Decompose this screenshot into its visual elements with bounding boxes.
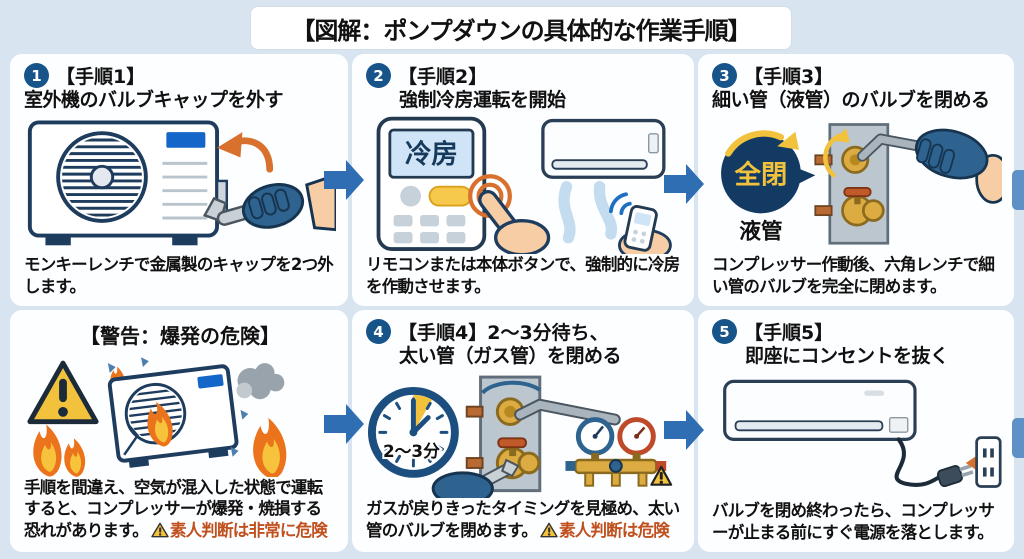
close-liquid-valve-illustration: 全閉 液管 xyxy=(721,122,1002,245)
fully-closed-badge-text: 全閉 xyxy=(734,159,788,190)
step4-heading-label: 【手順4】2〜3分待ち、 xyxy=(398,322,609,344)
wrench-hand-icon xyxy=(202,173,336,231)
step1-number-badge: 1 xyxy=(24,63,49,88)
wrench-gloved-hand-icon xyxy=(431,458,520,499)
step4-number-badge: 4 xyxy=(366,319,391,344)
turn-direction-arrow-icon xyxy=(217,131,274,173)
small-warning-triangle-icon xyxy=(650,465,673,486)
burning-outdoor-unit-icon xyxy=(107,364,239,468)
liquid-pipe-label: 液管 xyxy=(739,218,783,244)
step5-illustration xyxy=(712,369,1002,501)
power-plug-icon xyxy=(936,463,974,487)
warning-caution-text: 素人判断は非常に危険 xyxy=(169,521,328,541)
step4-caution-text: 素人判断は危険 xyxy=(559,521,670,541)
caution-triangle-icon xyxy=(151,522,169,544)
wall-outlet-icon xyxy=(975,435,1002,488)
step4-heading-line2: 太い管（ガス管）を閉める xyxy=(399,345,622,367)
step1-description: モンキーレンチで金属製のキャップを2つ外します。 xyxy=(24,255,334,297)
step2-heading-line2: 強制冷房運転を開始 xyxy=(399,89,566,111)
step5-heading-line2: 即座にコンセントを抜く xyxy=(745,345,949,367)
remote-control-icon: 冷房 xyxy=(376,116,487,251)
page-title: 【図解：ポンプダウンの具体的な作業手順】 xyxy=(291,16,751,45)
hand-holding-remote-icon xyxy=(618,204,672,255)
warning-triangle-icon xyxy=(27,360,99,425)
warning-description-text: 手順を間違え、空気が混入した状態で運転すると、コンプレッサーが爆発・焼損する恐れ… xyxy=(24,477,323,541)
outdoor-unit-icon xyxy=(27,120,229,246)
step5-cell: 5 【手順5】 即座にコンセントを抜く xyxy=(698,310,1014,552)
step2-heading-label: 【手順2】 xyxy=(398,66,488,88)
unplug-illustration xyxy=(723,379,1002,488)
step2-illustration: 冷房 xyxy=(366,113,682,255)
step5-number-badge: 5 xyxy=(712,319,737,344)
remote-and-ac-illustration: 冷房 xyxy=(376,116,672,255)
right-edge-arrow-stub-top xyxy=(1012,170,1024,210)
flow-arrow-step4-to-step5 xyxy=(664,410,704,450)
step3-description: コンプレッサー作動後、六角レンチで細い管のバルブを完全に閉めます。 xyxy=(712,255,995,297)
timer-label-text: 2〜3分 xyxy=(383,441,440,461)
step5-description: バルブを閉め終わったら、コンプレッサーが止まる前にすぐ電源を落とします。 xyxy=(712,501,995,543)
step2-heading-line1: 2 【手順2】 xyxy=(366,62,682,89)
pressing-finger-icon xyxy=(478,189,551,255)
fully-closed-badge: 全閉 xyxy=(721,130,816,214)
step2-cell: 2 【手順2】 強制冷房運転を開始 冷房 xyxy=(352,54,694,306)
explosion-danger-illustration xyxy=(27,357,287,477)
wall-ac-unit-icon xyxy=(723,379,917,441)
airflow-icon xyxy=(558,180,618,244)
step5-heading-label: 【手順5】 xyxy=(744,322,834,344)
step3-illustration: 全閉 液管 xyxy=(712,113,1002,255)
manifold-gauge-icon xyxy=(565,416,667,487)
step1-heading-line1: 1 【手順1】 xyxy=(24,62,336,89)
step4-description: ガスが戻りきったタイミングを見極め、太い管のバルブを閉めます。素人判断は危険 xyxy=(366,498,682,544)
warning-heading: 【警告：爆発の危険】 xyxy=(80,324,280,348)
flow-arrow-step1-to-step2 xyxy=(324,160,364,200)
step4-illustration: 2〜3分 xyxy=(366,369,682,499)
remote-display-text: 冷房 xyxy=(405,139,458,170)
step2-number-badge: 2 xyxy=(366,63,391,88)
right-edge-arrow-stub-bottom xyxy=(1012,418,1024,458)
title-box: 【図解：ポンプダウンの具体的な作業手順】 xyxy=(250,6,792,50)
step1-cell: 1 【手順1】 室外機のバルブキャップを外す xyxy=(10,54,348,306)
step1-heading-line2: 室外機のバルブキャップを外す xyxy=(24,89,284,111)
debris-icon xyxy=(107,357,249,457)
valve-panel-icon xyxy=(814,122,890,245)
gloved-hand-icon xyxy=(914,128,1002,204)
timer-clock-icon: 2〜3分 xyxy=(367,386,459,478)
step3-heading-line1: 3 【手順3】 xyxy=(712,62,1002,89)
caution-triangle-icon xyxy=(540,522,558,544)
step2-description: リモコンまたは本体ボタンで、強制的に冷房を作動させます。 xyxy=(366,255,680,297)
power-cord-icon xyxy=(894,437,941,487)
warning-illustration xyxy=(24,349,336,477)
hex-wrench-icon xyxy=(514,398,621,426)
step3-cell: 3 【手順3】 細い管（液管）のバルブを閉める 全閉 液管 xyxy=(698,54,1014,306)
flow-arrow-step2-to-step3 xyxy=(664,164,704,204)
flow-arrow-warning-to-step4 xyxy=(324,404,364,444)
remote-signal-icon xyxy=(609,192,632,215)
warning-cell: 【警告：爆発の危険】 xyxy=(10,310,348,552)
step4-description-text: ガスが戻りきったタイミングを見極め、太い管のバルブを閉めます。 xyxy=(366,499,680,541)
step3-heading-line2: 細い管（液管）のバルブを閉める xyxy=(712,89,990,111)
step5-heading-line1: 5 【手順5】 xyxy=(712,318,1002,345)
outdoor-unit-wrench-illustration xyxy=(27,120,336,246)
step4-heading-line1: 4 【手順4】2〜3分待ち、 xyxy=(366,318,682,345)
wall-ac-unit-icon xyxy=(541,118,666,179)
step4-cell: 4 【手順4】2〜3分待ち、 太い管（ガス管）を閉める xyxy=(352,310,694,552)
wait-and-close-gas-valve-illustration: 2〜3分 xyxy=(367,375,673,499)
step3-number-badge: 3 xyxy=(712,63,737,88)
step1-heading-label: 【手順1】 xyxy=(56,66,146,88)
warning-description: 手順を間違え、空気が混入した状態で運転すると、コンプレッサーが爆発・焼損する恐れ… xyxy=(24,477,336,544)
smoke-icon xyxy=(236,363,285,400)
step3-heading-label: 【手順3】 xyxy=(744,66,834,88)
step1-illustration xyxy=(24,113,336,255)
